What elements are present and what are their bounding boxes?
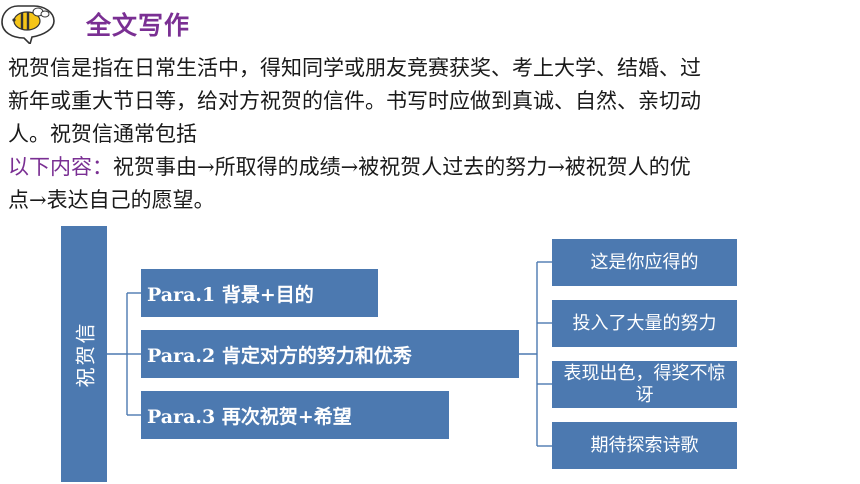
intro-line-rest: 祝贺事由→所取得的成绩→被祝贺人过去的努力→被祝贺人的优 xyxy=(113,155,691,179)
detail-box-4: 期待探索诗歌 xyxy=(552,422,737,469)
detail-box-1: 这是你应得的 xyxy=(552,239,737,286)
intro-line: 祝贺信是指在日常生活中，得知同学或朋友竞赛获奖、考上大学、结婚、过 xyxy=(8,56,701,80)
intro-line: 以下内容：祝贺事由→所取得的成绩→被祝贺人过去的努力→被祝贺人的优 xyxy=(8,151,858,184)
intro-accent-text: 以下内容： xyxy=(8,155,113,179)
diagram-root-box: 祝贺信 xyxy=(61,226,107,482)
header: 全文写作 xyxy=(0,0,300,46)
intro-line: 点→表达自己的愿望。 xyxy=(8,188,215,212)
intro-paragraph: 祝贺信是指在日常生活中，得知同学或朋友竞赛获奖、考上大学、结婚、过 新年或重大节… xyxy=(8,52,858,217)
detail-box-3: 表现出色，得奖不惊讶 xyxy=(552,361,737,408)
bee-icon xyxy=(1,5,55,44)
intro-line: 新年或重大节日等，给对方祝贺的信件。书写时应做到真诚、自然、亲切动 xyxy=(8,89,701,113)
para-box-3: Para.3 再次祝贺+希望 xyxy=(141,391,449,439)
diagram-root-label: 祝贺信 xyxy=(73,321,98,387)
intro-line: 人。祝贺信通常包括 xyxy=(8,122,197,146)
detail-box-2: 投入了大量的努力 xyxy=(552,300,737,347)
para-box-1: Para.1 背景+目的 xyxy=(141,269,378,317)
page-title: 全文写作 xyxy=(86,11,191,40)
para-box-2: Para.2 肯定对方的努力和优秀 xyxy=(141,330,519,378)
